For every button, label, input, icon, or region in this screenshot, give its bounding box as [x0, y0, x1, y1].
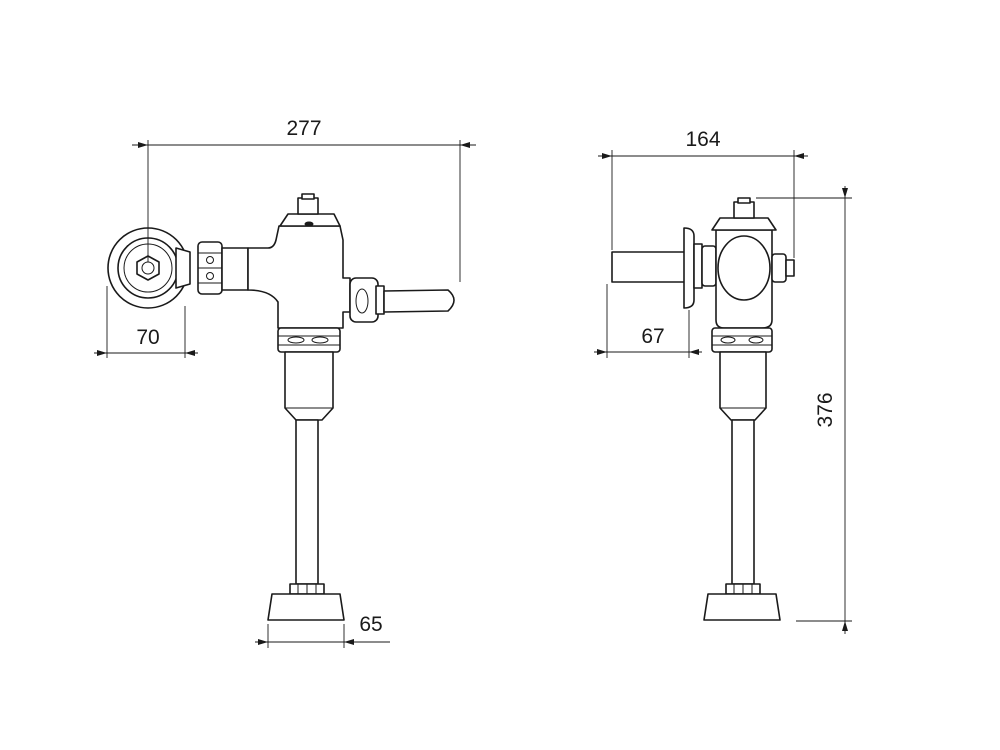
front-inlet-tube: [221, 247, 249, 291]
front-wall-flange: [107, 227, 191, 309]
dimension-side-depth: 164: [598, 128, 808, 258]
side-foot: [703, 583, 781, 621]
dimension-overall-width: 277: [132, 117, 476, 282]
dimension-wall-tube-depth: 67: [594, 284, 702, 358]
front-inlet-nut: [197, 241, 223, 295]
side-view: [611, 197, 795, 621]
front-valve-body: [247, 225, 351, 329]
dimension-label-side-depth: 164: [685, 128, 720, 151]
side-handle-nut: [771, 253, 795, 283]
dimension-label-flange-diameter: 70: [136, 326, 159, 349]
dimension-label-overall-width: 277: [286, 117, 321, 140]
front-top-cap: [279, 213, 341, 227]
front-foot: [267, 583, 345, 621]
side-outlet-pipe-lower: [731, 419, 755, 585]
dimension-overall-height: 376: [756, 186, 852, 634]
side-ball-chamber: [717, 235, 771, 301]
front-top-button: [297, 197, 319, 215]
dimension-label-wall-tube-depth: 67: [641, 325, 664, 348]
front-logo-mark: [304, 221, 314, 227]
front-lower-ring: [277, 327, 341, 353]
dimension-label-foot-width: 65: [359, 613, 382, 636]
dimension-foot-width: 65: [255, 613, 390, 648]
front-outlet-pipe-lower: [295, 419, 319, 585]
side-outlet-pipe-upper: [719, 351, 767, 421]
side-inlet-nut: [701, 245, 717, 287]
front-outlet-pipe-upper: [284, 351, 334, 421]
front-view: [107, 193, 455, 621]
side-wall-tube: [611, 251, 687, 283]
dimension-flange-diameter: 70: [94, 286, 198, 358]
front-handle: [349, 277, 455, 323]
side-lower-ring: [711, 327, 773, 353]
side-top-button: [733, 201, 755, 219]
side-top-cap: [711, 217, 777, 231]
side-wall-flange: [683, 227, 695, 309]
dimension-label-overall-height: 376: [814, 392, 837, 427]
